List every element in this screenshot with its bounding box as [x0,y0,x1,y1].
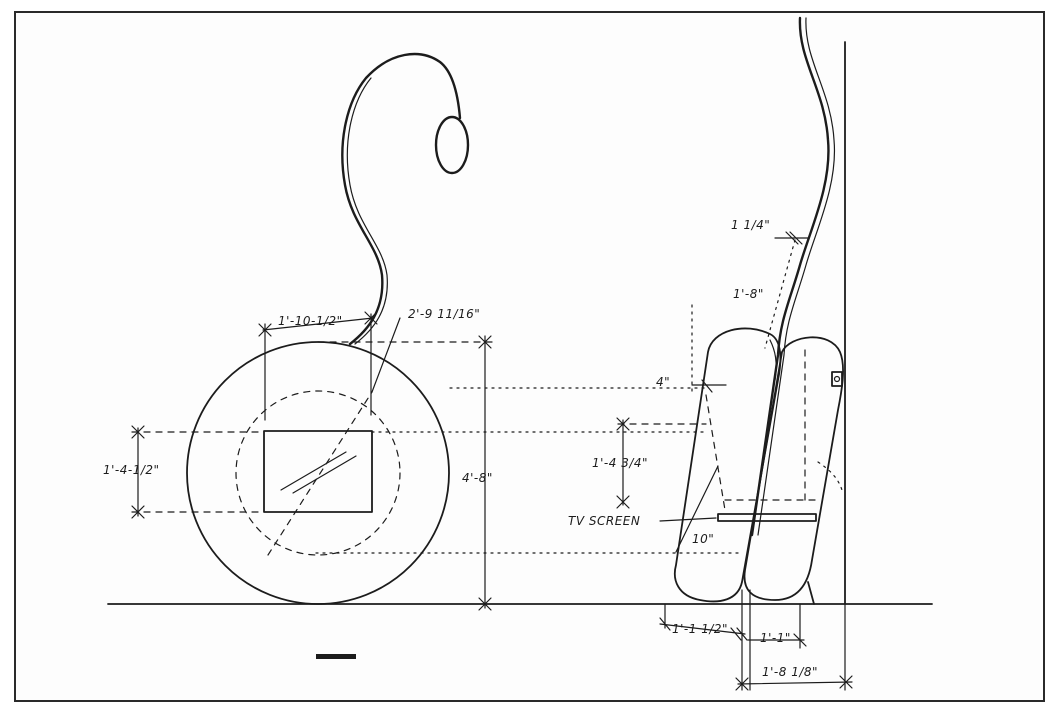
construction-arc [817,461,843,491]
scale-bar [316,654,356,659]
power-cord-front [341,52,462,346]
front-housing-circle [186,341,450,605]
label-top-offset: 1 1/4" [731,218,770,232]
tick-top-offset [785,231,803,245]
tick-overall-bottom [478,597,492,611]
ext-upper-depth [764,239,796,349]
stand-leg [807,581,815,605]
screen-break-line-1 [280,451,347,491]
inner-profile-line [705,394,726,511]
dim-base-offset [675,465,719,553]
tick-screen-elev-bottom [616,495,630,509]
power-cord-side [750,16,830,537]
drawing-frame [14,11,1045,702]
label-base-offset: 10" [692,532,714,546]
side-view: 1 1/4" 1'-8" 4" 1'-4 3/4" TV SCREEN 10" … [568,16,853,691]
front-view: 1'-10-1/2" 2'-9 11/16" 1'-4-1/2" 4'-8" [103,52,741,659]
label-screen-elev: 1'-4 3/4" [592,456,648,470]
label-upper-depth: 1'-8" [733,287,764,301]
tv-screen-front [263,430,373,513]
tick-base-total-right [839,675,853,689]
side-rear-cushion [743,336,844,601]
tv-screen-side [717,513,817,522]
tick-cushion [701,379,713,393]
dim-line-diagonal [267,391,373,556]
cord-loop [434,115,470,175]
label-base-mid: 1'-1" [760,631,791,645]
dim-base-total [737,681,853,685]
tick-screen-bottom [131,505,145,519]
label-cushion: 4" [656,375,670,389]
label-tv-screen: TV SCREEN [568,514,640,528]
tick-base-left [659,617,671,631]
label-base-total: 1'-8 1/8" [762,665,818,679]
leader-diagonal [371,317,401,393]
leader-tv-screen [659,517,717,522]
tick-overall-top [478,335,492,349]
screen-break-line-2 [292,455,357,494]
label-base-left: 1'-1 1/2" [672,622,728,636]
tick-base-total-left [735,677,749,691]
dim-line-top-width [262,317,374,331]
dim-base-left [659,623,746,635]
label-diagonal: 2'-9 11/16" [408,307,480,321]
tick-tr [364,311,378,325]
wall-bracket [831,371,843,387]
power-cord-side-outline [757,17,836,536]
inner-dashed-circle [235,390,401,556]
side-front-cushion [674,327,782,603]
tick-tl [258,323,272,337]
label-screen-height: 1'-4-1/2" [103,463,160,477]
power-cord-front-outline [346,77,388,345]
tick-screen-elev-top [616,417,630,431]
tick-base-left-end [730,627,748,641]
label-overall-height: 4'-8" [462,471,493,485]
tick-screen-top [131,425,145,439]
label-top-width: 1'-10-1/2" [278,314,343,328]
bracket-bolt [833,375,841,383]
tick-base-mid [793,633,807,647]
